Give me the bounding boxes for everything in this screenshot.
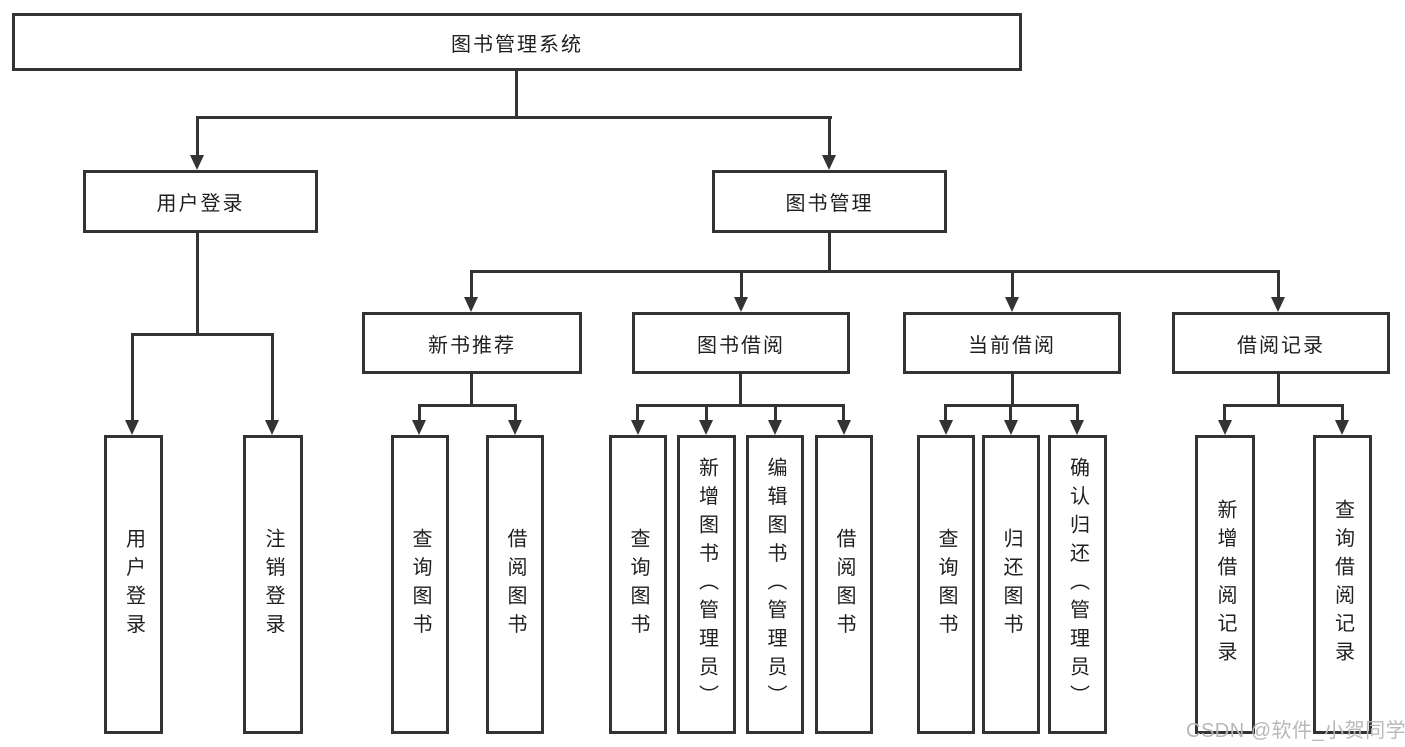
node-new-book-recommend: 新书推荐 bbox=[362, 312, 582, 374]
leaf-label: 借阅图书 bbox=[833, 527, 855, 642]
leaf-label: 新增图书（管理员） bbox=[695, 456, 718, 713]
leaf-borrow-book-2: 借阅图书 bbox=[815, 435, 873, 734]
node-book-management: 图书管理 bbox=[712, 170, 947, 233]
leaf-query-book-2: 查询图书 bbox=[609, 435, 667, 734]
node-borrow-record: 借阅记录 bbox=[1172, 312, 1390, 374]
leaf-label: 归还图书 bbox=[1000, 527, 1022, 642]
connector-stem bbox=[1341, 404, 1344, 420]
arrow-down-icon bbox=[1218, 420, 1232, 435]
connector-stem bbox=[842, 404, 845, 420]
connector-new-book-horizontal bbox=[418, 404, 517, 407]
leaf-label: 查询借阅记录 bbox=[1331, 499, 1354, 670]
leaf-add-book-admin: 新增图书（管理员） bbox=[677, 435, 736, 734]
connector-stem bbox=[1009, 404, 1012, 420]
node-current-borrow-label: 当前借阅 bbox=[968, 334, 1056, 357]
connector-book-borrow-horizontal bbox=[636, 404, 845, 407]
connector-book-mgmt-vertical bbox=[828, 233, 831, 272]
leaf-label: 新增借阅记录 bbox=[1214, 499, 1236, 670]
connector-stem bbox=[1223, 404, 1226, 420]
leaf-label: 查询图书 bbox=[409, 527, 431, 642]
leaf-label: 查询图书 bbox=[935, 527, 957, 642]
leaf-label: 注销登录 bbox=[262, 527, 284, 642]
csdn-watermark: CSDN @软件_小贺同学 bbox=[1186, 720, 1405, 742]
connector-borrow-record-vertical bbox=[1277, 374, 1280, 407]
connector-current-borrow-vertical bbox=[1011, 374, 1014, 407]
node-root-label: 图书管理系统 bbox=[451, 33, 583, 56]
leaf-query-book-1: 查询图书 bbox=[391, 435, 449, 734]
arrow-down-icon bbox=[412, 420, 426, 435]
connector-level3-horizontal bbox=[470, 270, 1280, 273]
arrow-down-icon bbox=[1070, 420, 1084, 435]
connector-stem bbox=[944, 404, 947, 420]
arrow-down-icon bbox=[768, 420, 782, 435]
connector-stem-borrow-record bbox=[1277, 270, 1280, 298]
arrow-down-icon bbox=[1271, 297, 1285, 312]
arrow-down-icon bbox=[508, 420, 522, 435]
arrow-down-icon bbox=[125, 420, 139, 435]
node-root: 图书管理系统 bbox=[12, 13, 1022, 71]
connector-stem-current-borrow bbox=[1011, 270, 1014, 298]
connector-borrow-record-horizontal bbox=[1223, 404, 1344, 407]
arrow-down-icon bbox=[1004, 420, 1018, 435]
arrow-down-icon bbox=[734, 297, 748, 312]
node-book-management-label: 图书管理 bbox=[785, 193, 874, 215]
arrow-down-icon bbox=[464, 297, 478, 312]
arrow-down-icon bbox=[1335, 420, 1349, 435]
node-user-login: 用户登录 bbox=[83, 170, 318, 233]
leaf-label: 用户登录 bbox=[122, 527, 145, 642]
connector-new-book-vertical bbox=[470, 374, 473, 407]
arrow-down-icon bbox=[631, 420, 645, 435]
connector-stem bbox=[705, 404, 708, 420]
connector-stem-book-borrow bbox=[740, 270, 743, 298]
connector-user-login-horizontal bbox=[131, 333, 274, 336]
connector-user-login-vertical bbox=[196, 233, 199, 335]
node-user-login-label: 用户登录 bbox=[156, 193, 245, 215]
connector-stem bbox=[514, 404, 517, 420]
arrow-down-icon bbox=[1005, 297, 1019, 312]
leaf-confirm-return-admin: 确认归还（管理员） bbox=[1048, 435, 1107, 734]
leaf-query-book-3: 查询图书 bbox=[917, 435, 975, 734]
node-book-borrow: 图书借阅 bbox=[632, 312, 850, 374]
leaf-query-borrow-record: 查询借阅记录 bbox=[1313, 435, 1372, 734]
connector-root-vertical bbox=[515, 68, 518, 119]
node-new-book-recommend-label: 新书推荐 bbox=[428, 334, 516, 357]
connector-stem bbox=[774, 404, 777, 420]
leaf-label: 查询图书 bbox=[627, 527, 649, 642]
leaf-edit-book-admin: 编辑图书（管理员） bbox=[746, 435, 804, 734]
node-current-borrow: 当前借阅 bbox=[903, 312, 1121, 374]
arrow-down-icon bbox=[190, 155, 204, 170]
leaf-logout: 注销登录 bbox=[243, 435, 303, 734]
connector-book-borrow-vertical bbox=[739, 374, 742, 407]
leaf-label: 借阅图书 bbox=[504, 527, 526, 642]
leaf-user-login: 用户登录 bbox=[104, 435, 163, 734]
leaf-add-borrow-record: 新增借阅记录 bbox=[1195, 435, 1255, 734]
connector-stem-logout-leaf bbox=[271, 333, 274, 420]
arrow-down-icon bbox=[699, 420, 713, 435]
leaf-return-book: 归还图书 bbox=[982, 435, 1040, 734]
arrow-down-icon bbox=[265, 420, 279, 435]
connector-level2-horizontal bbox=[196, 116, 832, 119]
arrow-down-icon bbox=[822, 155, 836, 170]
connector-stem bbox=[636, 404, 639, 420]
node-borrow-record-label: 借阅记录 bbox=[1237, 334, 1325, 357]
connector-stem-new-book bbox=[470, 270, 473, 298]
connector-stem-book-mgmt bbox=[828, 116, 831, 156]
connector-stem bbox=[418, 404, 421, 420]
connector-stem bbox=[1076, 404, 1079, 420]
node-book-borrow-label: 图书借阅 bbox=[697, 334, 785, 357]
connector-stem-login-leaf bbox=[131, 333, 134, 420]
leaf-label: 编辑图书（管理员） bbox=[764, 456, 786, 713]
leaf-borrow-book-1: 借阅图书 bbox=[486, 435, 544, 734]
leaf-label: 确认归还（管理员） bbox=[1066, 456, 1089, 713]
connector-stem-user-login bbox=[196, 116, 199, 156]
arrow-down-icon bbox=[939, 420, 953, 435]
arrow-down-icon bbox=[837, 420, 851, 435]
